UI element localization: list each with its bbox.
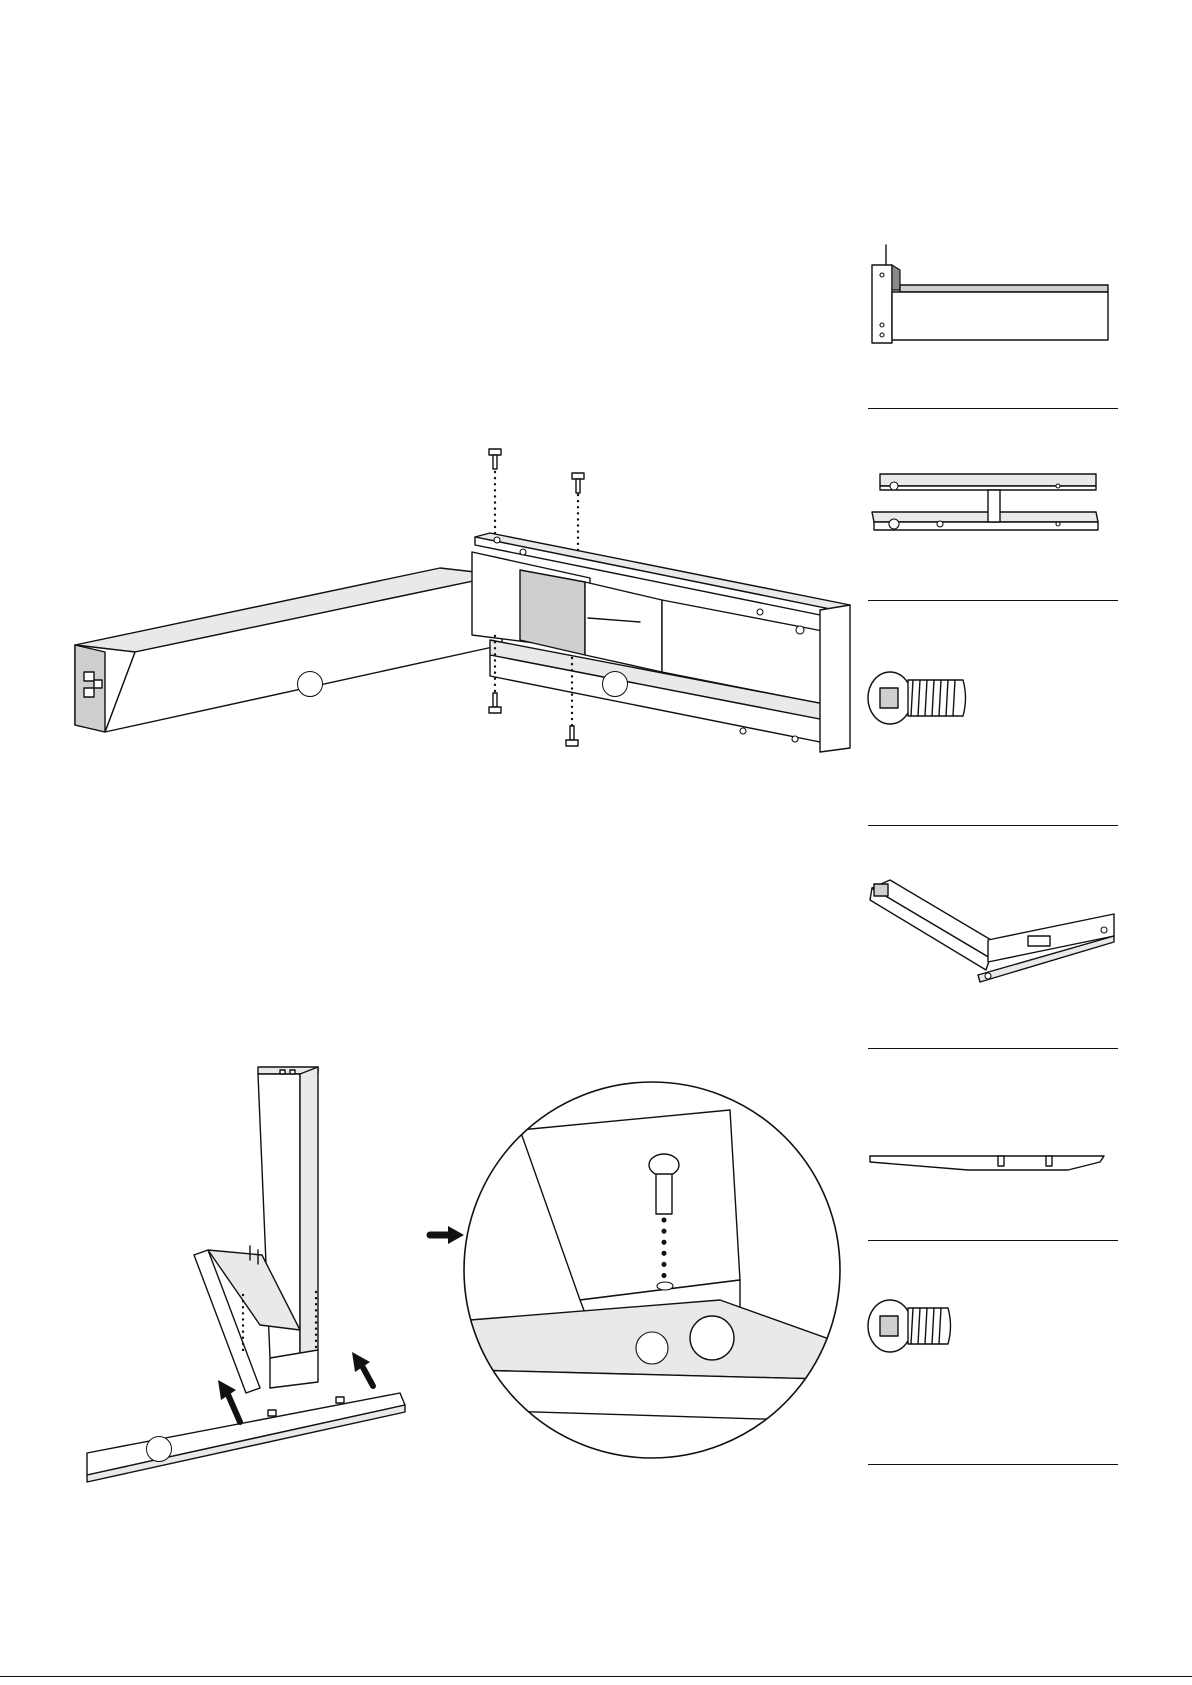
parts-divider (868, 825, 1118, 826)
parts-list-item-bolt (868, 660, 1118, 750)
parts-list-item-foot-plate (868, 1140, 1118, 1200)
detail-pointer-arrow (430, 1226, 464, 1244)
bolt-threads (908, 680, 966, 716)
leg-column-part (75, 568, 502, 732)
step-one-illustration (0, 0, 860, 800)
step-two-illustration (0, 1050, 860, 1500)
arrow-up-left (218, 1380, 240, 1422)
frame-bracket-part (472, 533, 850, 752)
arrow-up-right (352, 1352, 373, 1386)
parts-divider (868, 1240, 1118, 1241)
parts-list-item-frame-bracket (868, 460, 1118, 560)
page-bottom-rule (0, 1676, 1192, 1677)
bolt-bottom-left (489, 693, 501, 713)
parts-divider (868, 1048, 1118, 1049)
bolt-top-right (572, 473, 584, 493)
magnified-detail (460, 1080, 860, 1490)
parts-list-item-assembled-frame (868, 870, 1118, 990)
parts-divider (868, 408, 1118, 409)
bolt-bottom-right (566, 726, 578, 746)
foot-plate (87, 1393, 405, 1482)
part-callout-a (297, 671, 323, 697)
part-callout-b (602, 671, 628, 697)
parts-list-item-bolt-2 (868, 1288, 1118, 1378)
upright-column (258, 1067, 318, 1388)
foot-plate-callout (146, 1436, 172, 1462)
parts-divider (868, 600, 1118, 601)
bolt-top-left (489, 449, 501, 469)
parts-divider (868, 1464, 1118, 1465)
parts-list-item-leg-column (868, 230, 1118, 400)
